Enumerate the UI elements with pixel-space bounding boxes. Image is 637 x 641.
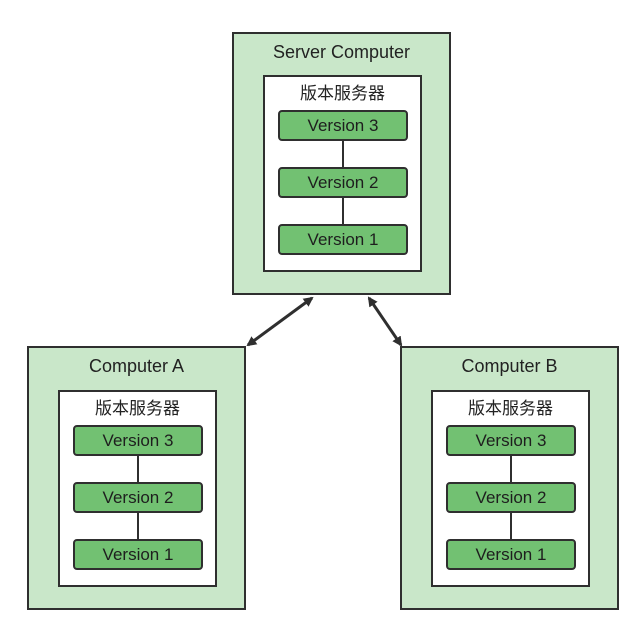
computer-b: Computer B 版本服务器 Version 3 Version 2 Ver… xyxy=(400,346,619,610)
server-version-server-label: 版本服务器 xyxy=(300,84,385,104)
computer-b-version-server: 版本服务器 Version 3 Version 2 Version 1 xyxy=(431,390,590,587)
server-version-2: Version 2 xyxy=(278,167,408,198)
server-connector-2-1 xyxy=(342,198,344,224)
computer-b-title: Computer B xyxy=(461,356,558,376)
computer-b-version-1: Version 1 xyxy=(446,539,576,570)
computer-a-version-2: Version 2 xyxy=(73,482,203,513)
server-computer: Server Computer 版本服务器 Version 3 Version … xyxy=(232,32,451,295)
computer-a-connector-2-1 xyxy=(137,513,139,539)
computer-b-version-2: Version 2 xyxy=(446,482,576,513)
server-version-1: Version 1 xyxy=(278,224,408,255)
computer-b-connector-3-2 xyxy=(510,456,512,482)
server-connector-3-2 xyxy=(342,141,344,167)
computer-a-version-server-label: 版本服务器 xyxy=(95,399,180,419)
server-version-server: 版本服务器 Version 3 Version 2 Version 1 xyxy=(263,75,422,272)
arrow-server-computer-a xyxy=(246,296,314,347)
computer-a-version-server: 版本服务器 Version 3 Version 2 Version 1 xyxy=(58,390,217,587)
computer-a: Computer A 版本服务器 Version 3 Version 2 Ver… xyxy=(27,346,246,610)
computer-a-connector-3-2 xyxy=(137,456,139,482)
computer-b-version-server-label: 版本服务器 xyxy=(468,399,553,419)
computer-a-title: Computer A xyxy=(88,356,185,376)
computer-a-version-3: Version 3 xyxy=(73,425,203,456)
server-version-3: Version 3 xyxy=(278,110,408,141)
server-computer-title: Server Computer xyxy=(272,42,411,62)
computer-a-version-1: Version 1 xyxy=(73,539,203,570)
arrow-server-computer-b xyxy=(367,296,403,347)
computer-b-connector-2-1 xyxy=(510,513,512,539)
computer-b-version-3: Version 3 xyxy=(446,425,576,456)
